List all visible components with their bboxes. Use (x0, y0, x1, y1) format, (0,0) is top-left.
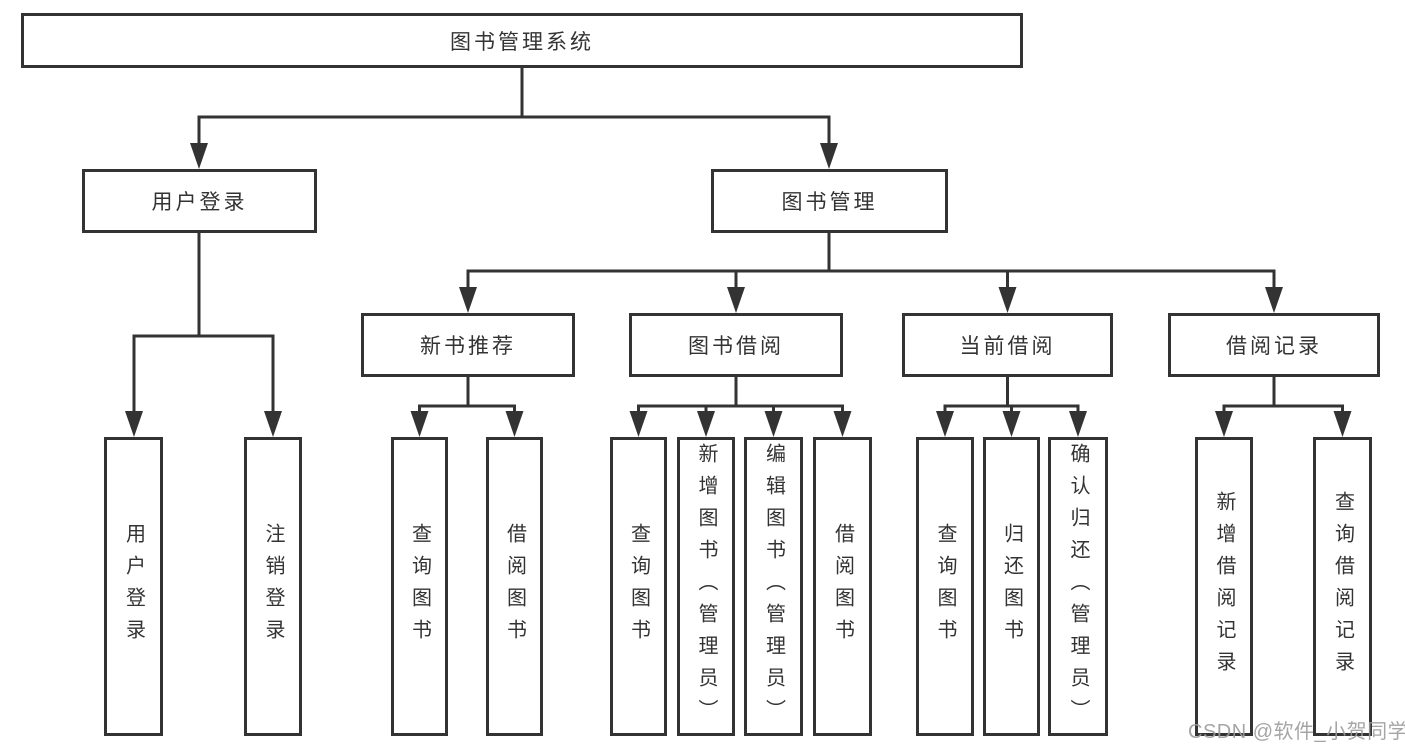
node-leaf-borrow-books: 借阅图书 (813, 437, 872, 736)
node-book-borrow: 图书借阅 (629, 313, 843, 377)
node-leaf-query-borrow-record: 查询借阅记录 (1313, 437, 1372, 736)
node-leaf-return-book: 归还图书 (983, 437, 1040, 736)
node-borrow-records: 借阅记录 (1168, 313, 1380, 377)
node-leaf-query-books-borrow: 查询图书 (610, 437, 667, 736)
node-leaf-add-book-admin: 新增图书（管理员） (677, 437, 735, 736)
node-new-book-recommend: 新书推荐 (361, 313, 575, 377)
node-user-login: 用户登录 (82, 169, 317, 233)
node-root: 图书管理系统 (21, 13, 1023, 68)
node-leaf-user-login: 用户登录 (104, 437, 163, 736)
csdn-watermark: CSDN @软件_小贺同学 (1188, 721, 1405, 743)
node-leaf-logout: 注销登录 (244, 437, 302, 736)
node-current-borrow: 当前借阅 (902, 313, 1113, 377)
node-leaf-query-books-recommend: 查询图书 (391, 437, 448, 736)
connector-arrowheads (125, 143, 1352, 437)
node-leaf-add-borrow-record: 新增借阅记录 (1195, 437, 1253, 736)
node-leaf-query-books-current: 查询图书 (916, 437, 974, 736)
node-leaf-edit-book-admin: 编辑图书（管理员） (744, 437, 803, 736)
node-leaf-confirm-return-admin: 确认归还（管理员） (1048, 437, 1108, 736)
node-leaf-borrow-books-recommend: 借阅图书 (486, 437, 543, 736)
node-book-management: 图书管理 (711, 169, 948, 233)
